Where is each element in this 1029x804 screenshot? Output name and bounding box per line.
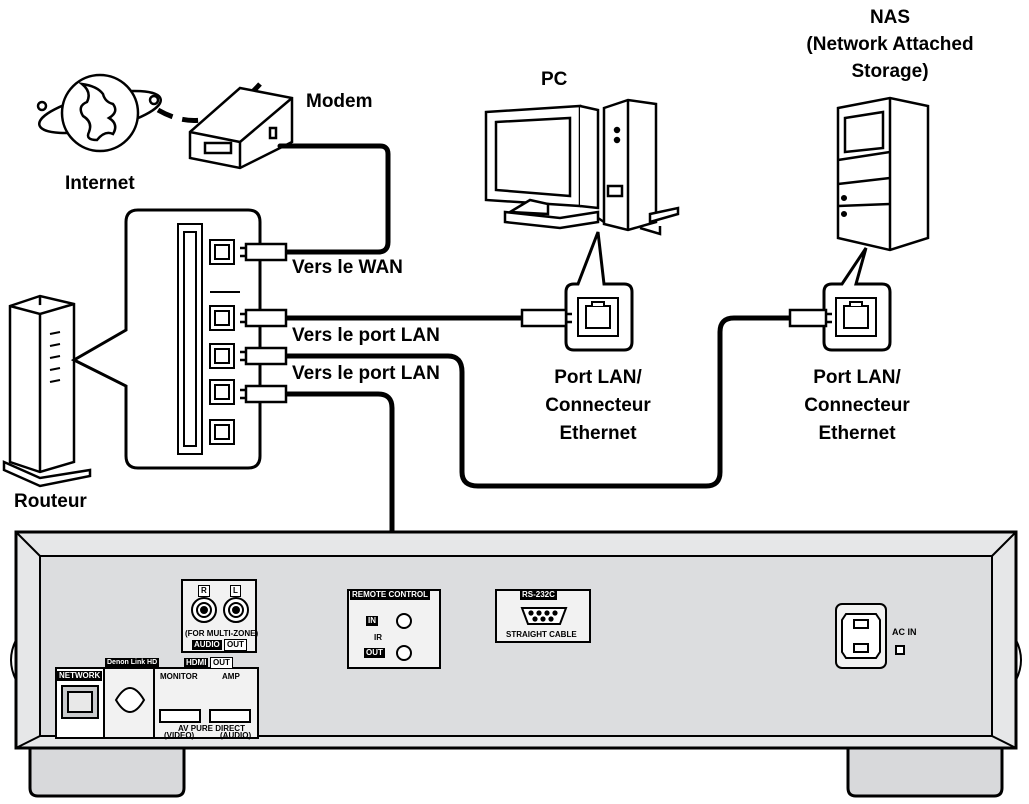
pc-port-label-line1: Port LAN/ — [554, 367, 642, 388]
pc-port-label-line2: Connecteur — [545, 395, 651, 416]
hdmi-out-tag: OUT — [210, 657, 233, 669]
straight-cable-label: STRAIGHT CABLE — [506, 630, 577, 639]
rj45-plug-lan-pc — [240, 308, 288, 328]
audio-out-tag: OUT — [224, 639, 247, 651]
remote-out-tag: OUT — [364, 648, 385, 658]
lan-label-2: Vers le port LAN — [292, 363, 440, 384]
lan-label-1: Vers le port LAN — [292, 325, 440, 346]
hdmi-tag: HDMI — [184, 658, 209, 668]
network-tag: NETWORK — [57, 671, 103, 681]
rj45-plug-lan-player — [240, 384, 288, 404]
router-label: Routeur — [14, 491, 87, 512]
av-pure-direct-label: AV PURE DIRECT — [178, 724, 245, 733]
pc-icon — [484, 98, 680, 236]
pc-label: PC — [541, 69, 568, 90]
pc-port-callout — [564, 231, 634, 352]
nas-port-label-line2: Connecteur — [804, 395, 910, 416]
nas-port-label-line1: Port LAN/ — [813, 367, 901, 388]
router-icon — [2, 294, 92, 488]
modem-icon — [188, 86, 294, 170]
nas-port-callout — [822, 247, 892, 352]
nas-lan-cable — [283, 315, 793, 489]
audio-r-tag: R — [198, 585, 210, 597]
internet-globe-icon — [36, 73, 162, 153]
rj45-plug-lan-nas — [240, 346, 288, 366]
pc-port-label-line3: Ethernet — [559, 423, 637, 444]
multi-zone-label: (FOR MULTI-ZONE) — [185, 629, 259, 638]
wan-label: Vers le WAN — [292, 257, 403, 278]
amp-label: AMP — [222, 672, 240, 681]
wan-cable — [277, 143, 391, 255]
monitor-label: MONITOR — [160, 672, 198, 681]
audio-paren-label: (AUDIO) — [220, 731, 252, 740]
internet-label: Internet — [65, 173, 135, 194]
denon-link-tag: Denon Link HD — [105, 658, 160, 668]
nas-label-line1: NAS — [869, 7, 911, 28]
rj45-plug-wan — [240, 242, 288, 262]
rj45-plug-pc — [520, 308, 572, 328]
ac-in-label: AC IN — [892, 627, 917, 637]
rj45-plug-nas — [788, 308, 832, 328]
remote-control-tag: REMOTE CONTROL — [350, 590, 430, 600]
ir-label: IR — [374, 633, 382, 642]
rs232c-tag: RS-232C — [520, 590, 557, 600]
audio-l-tag: L — [230, 585, 241, 597]
nas-icon — [836, 96, 930, 252]
audio-tag: AUDIO — [192, 640, 222, 650]
video-label: (VIDEO) — [164, 731, 195, 740]
router-side-panel — [177, 223, 203, 455]
nas-label-line3: Storage) — [851, 61, 929, 82]
router-ports — [209, 239, 235, 445]
nas-label-line2: (Network Attached — [806, 34, 974, 55]
rear-connectors — [55, 579, 905, 739]
modem-label: Modem — [306, 91, 373, 112]
remote-in-tag: IN — [366, 616, 378, 626]
nas-port-label-line3: Ethernet — [818, 423, 896, 444]
